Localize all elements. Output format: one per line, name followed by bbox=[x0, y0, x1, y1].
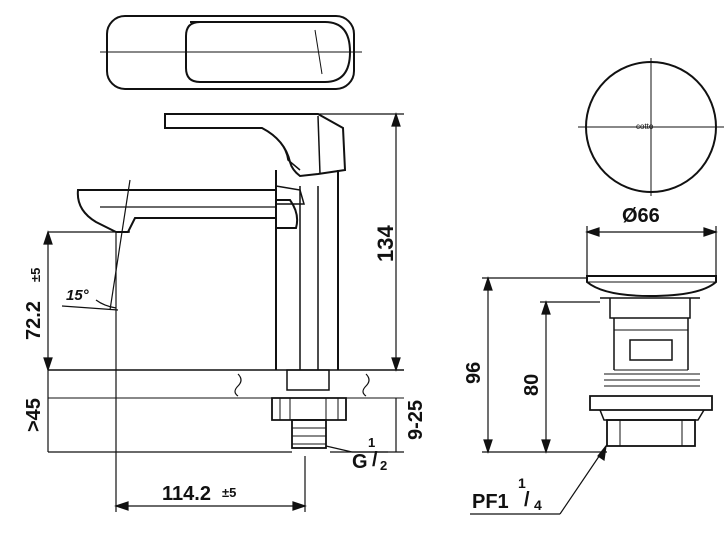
dim-diameter: Ø66 bbox=[622, 205, 660, 227]
svg-text:1: 1 bbox=[368, 435, 375, 450]
dim-72-tol: ±5 bbox=[28, 268, 43, 282]
drain-top-view bbox=[578, 58, 724, 196]
dim-114: 114.2 bbox=[162, 483, 211, 505]
g-thread-label: G 1 / 2 bbox=[352, 435, 387, 473]
svg-text:2: 2 bbox=[380, 458, 387, 473]
dimension-lines bbox=[43, 112, 404, 512]
dim-72: 72.2 bbox=[23, 301, 45, 340]
svg-text:PF1: PF1 bbox=[472, 491, 509, 513]
dim-45: >45 bbox=[23, 398, 45, 432]
dim-96: 96 bbox=[463, 362, 485, 384]
dim-134: 134 bbox=[373, 225, 398, 262]
svg-text:4: 4 bbox=[534, 497, 542, 513]
drain-side-view bbox=[586, 275, 717, 447]
brand-mark: cotto bbox=[636, 122, 654, 131]
faucet-side-view bbox=[76, 113, 347, 449]
svg-text:/: / bbox=[524, 489, 530, 511]
dim-80: 80 bbox=[521, 374, 543, 396]
svg-text:G: G bbox=[352, 451, 368, 473]
angle-label: 15° bbox=[66, 287, 90, 304]
drain-dimension-lines bbox=[470, 226, 718, 515]
counter-surface bbox=[48, 369, 404, 399]
svg-text:1: 1 bbox=[518, 475, 526, 491]
top-view bbox=[100, 15, 362, 90]
dim-9-25: 9-25 bbox=[405, 400, 427, 440]
pf-thread-label: PF1 1 / 4 bbox=[472, 475, 542, 513]
dim-114-tol: ±5 bbox=[222, 485, 236, 500]
svg-text:/: / bbox=[372, 449, 378, 471]
